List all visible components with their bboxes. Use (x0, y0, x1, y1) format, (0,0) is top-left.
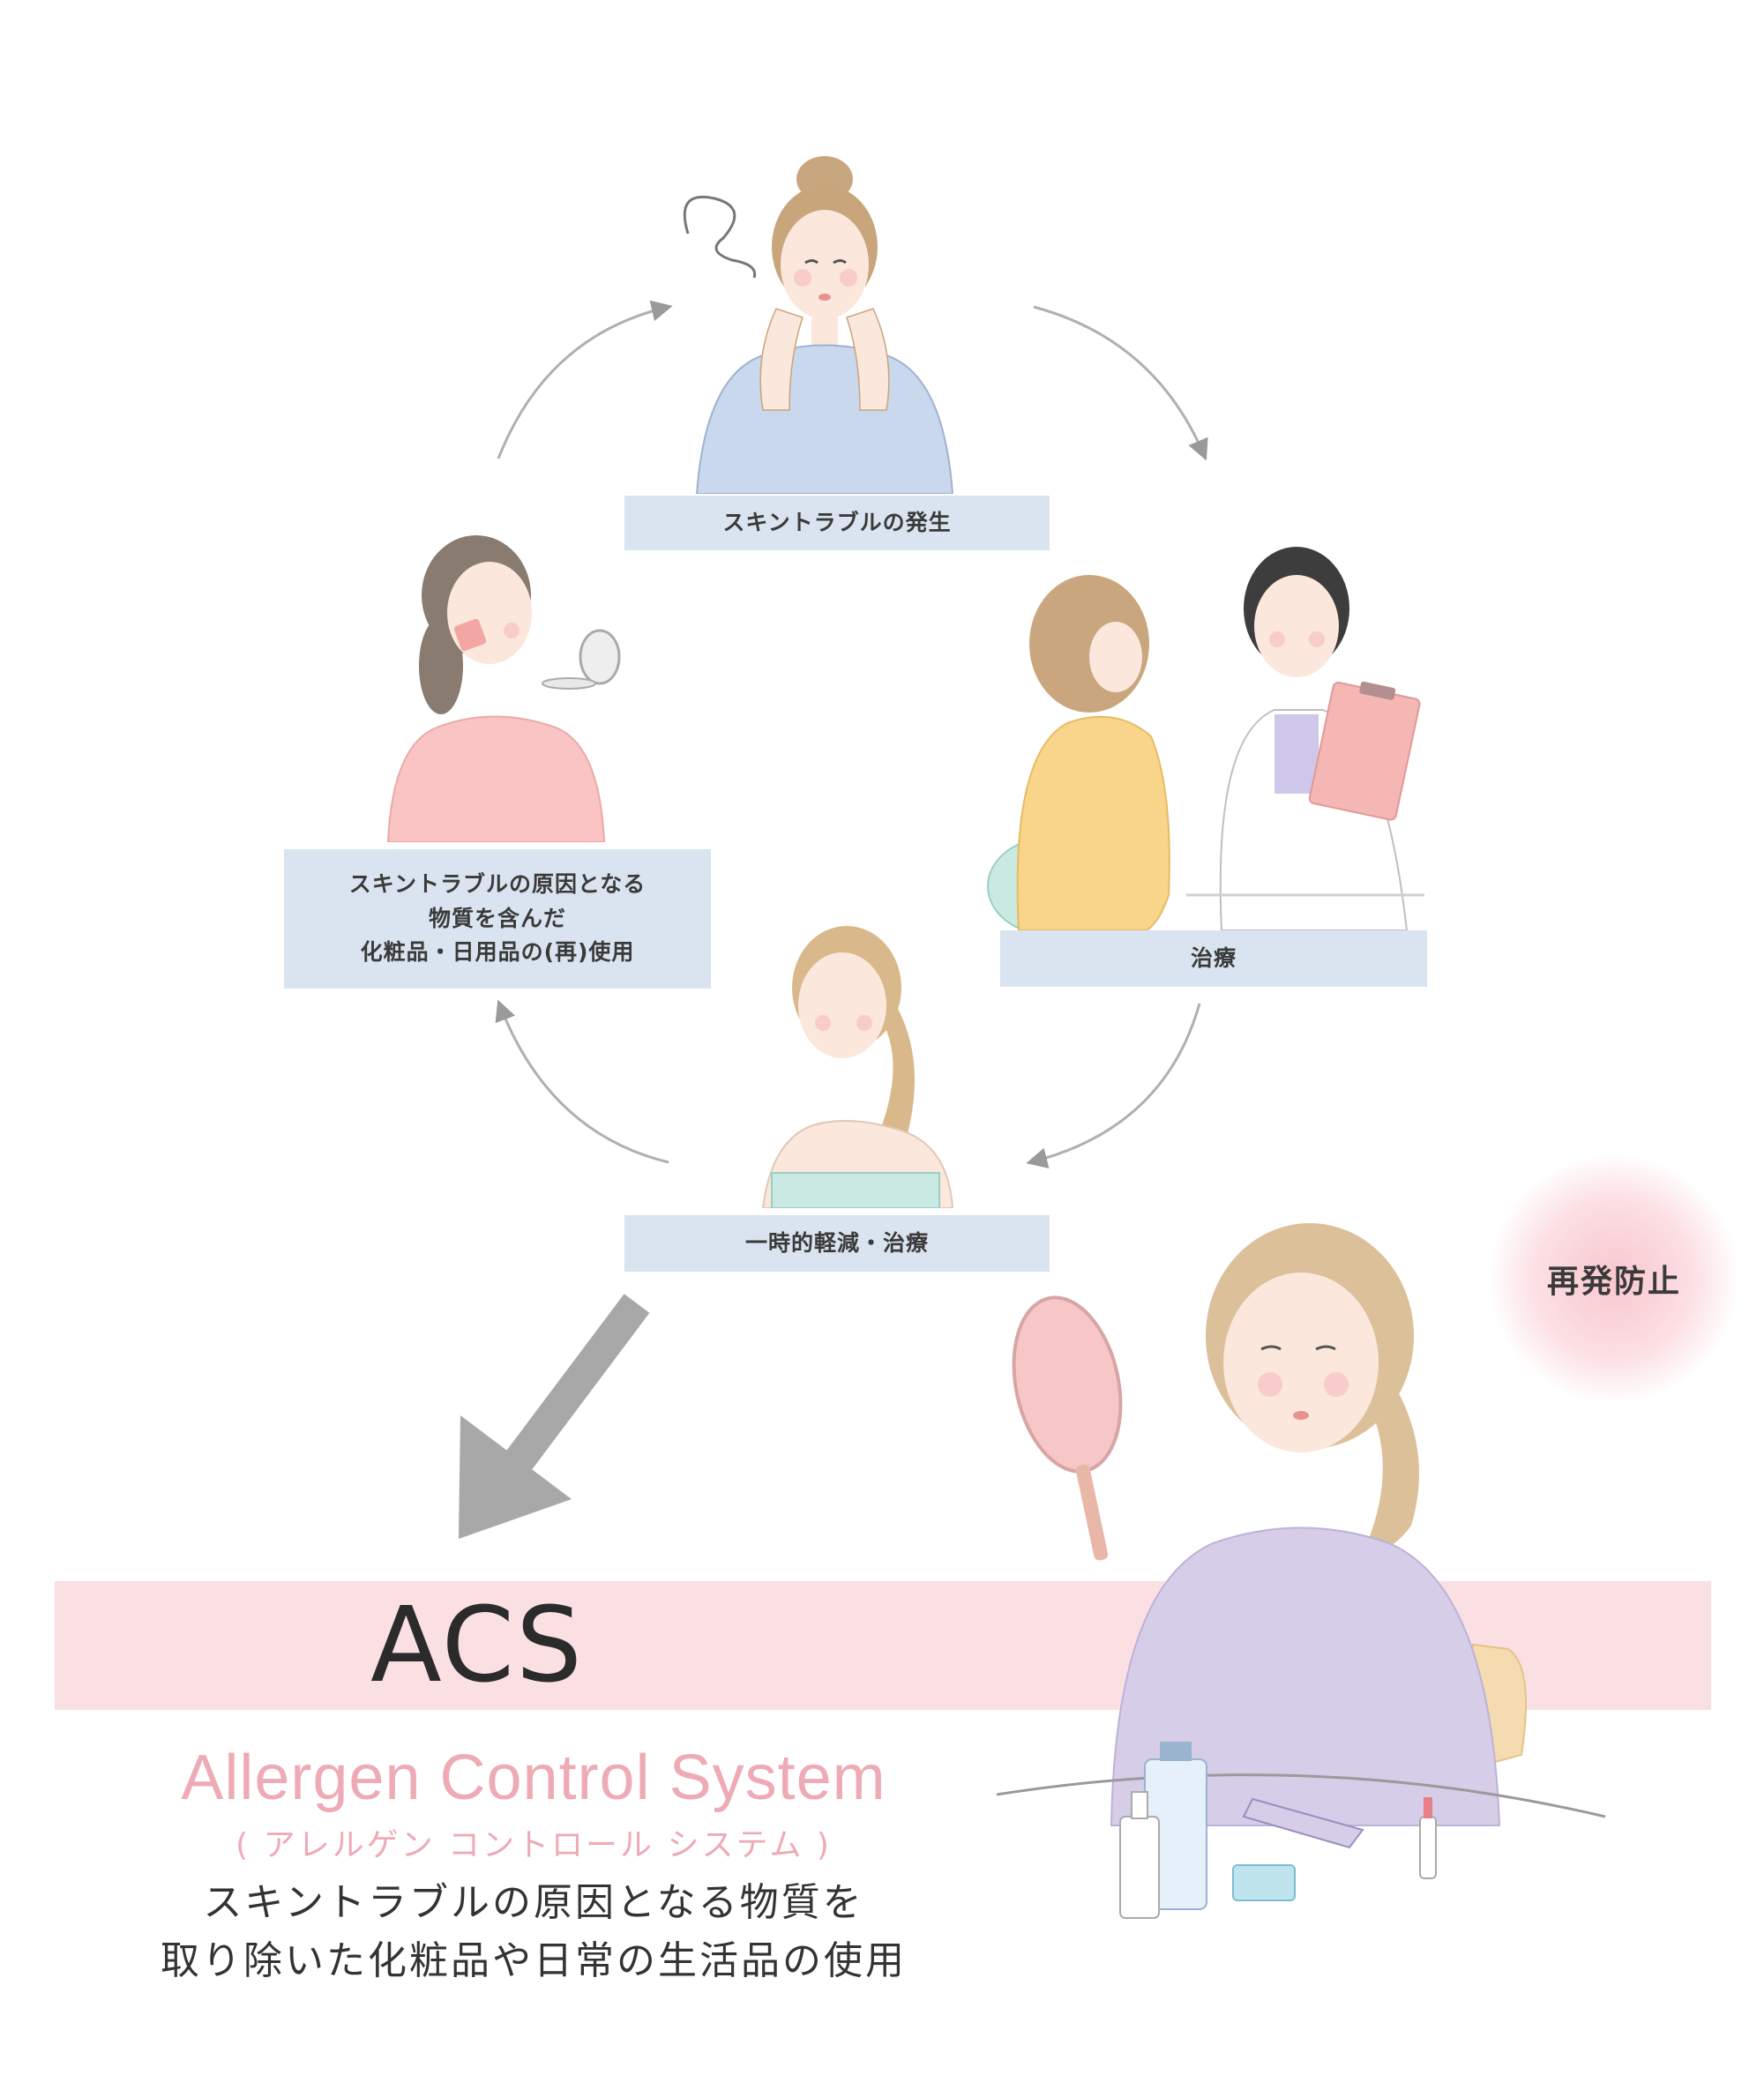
cycle-label-line: 物質を含んだ (428, 905, 566, 931)
woman-makeup-illustration (386, 535, 621, 842)
recurrence-prevention-label: 再発防止 (1546, 1264, 1681, 1300)
acs-title: ACS (370, 1584, 584, 1706)
treatment-illustration (987, 547, 1424, 930)
arrow-top-right (1033, 305, 1208, 461)
woman-skin-trouble-illustration (683, 156, 954, 494)
cycle-label-temporary-relief: 一時的軽減・治療 (624, 1215, 1050, 1272)
cycle-label-reuse-cosmetics: スキントラブルの原因となる 物質を含んだ 化粧品・日用品の(再)使用 (284, 849, 711, 989)
acs-description-line: スキントラブルの原因となる物質を (203, 1880, 864, 1925)
cycle-label-text: 治療 (1190, 944, 1237, 971)
cycle-label-line: スキントラブルの原因となる (348, 870, 647, 897)
woman-relief-illustration (761, 926, 954, 1208)
arrow-top-left (497, 300, 673, 459)
cycle-label-text: スキントラブルの発生 (722, 509, 952, 535)
arrow-bottom-right (1026, 1003, 1201, 1168)
recurrence-prevention-badge: 再発防止 (1491, 1155, 1738, 1402)
acs-description: スキントラブルの原因となる物質を 取り除いた化粧品や日常の生活品の使用 (79, 1874, 988, 1990)
woman-mirror-illustration (997, 1223, 1606, 1919)
cycle-label-line: 化粧品・日用品の(再)使用 (360, 939, 635, 966)
acs-english-name: Allergen Control System (181, 1743, 886, 1813)
cycle-label-skin-trouble: スキントラブルの発生 (624, 496, 1050, 550)
cycle-label-treatment: 治療 (1000, 930, 1427, 987)
acs-kana-name: ( アレルゲン コントロール システム ) (235, 1827, 832, 1863)
arrow-bottom-left (495, 999, 669, 1164)
acs-description-line: 取り除いた化粧品や日常の生活品の使用 (161, 1938, 907, 1983)
cycle-label-text: 一時的軽減・治療 (744, 1229, 929, 1256)
big-down-arrow (459, 1294, 650, 1539)
